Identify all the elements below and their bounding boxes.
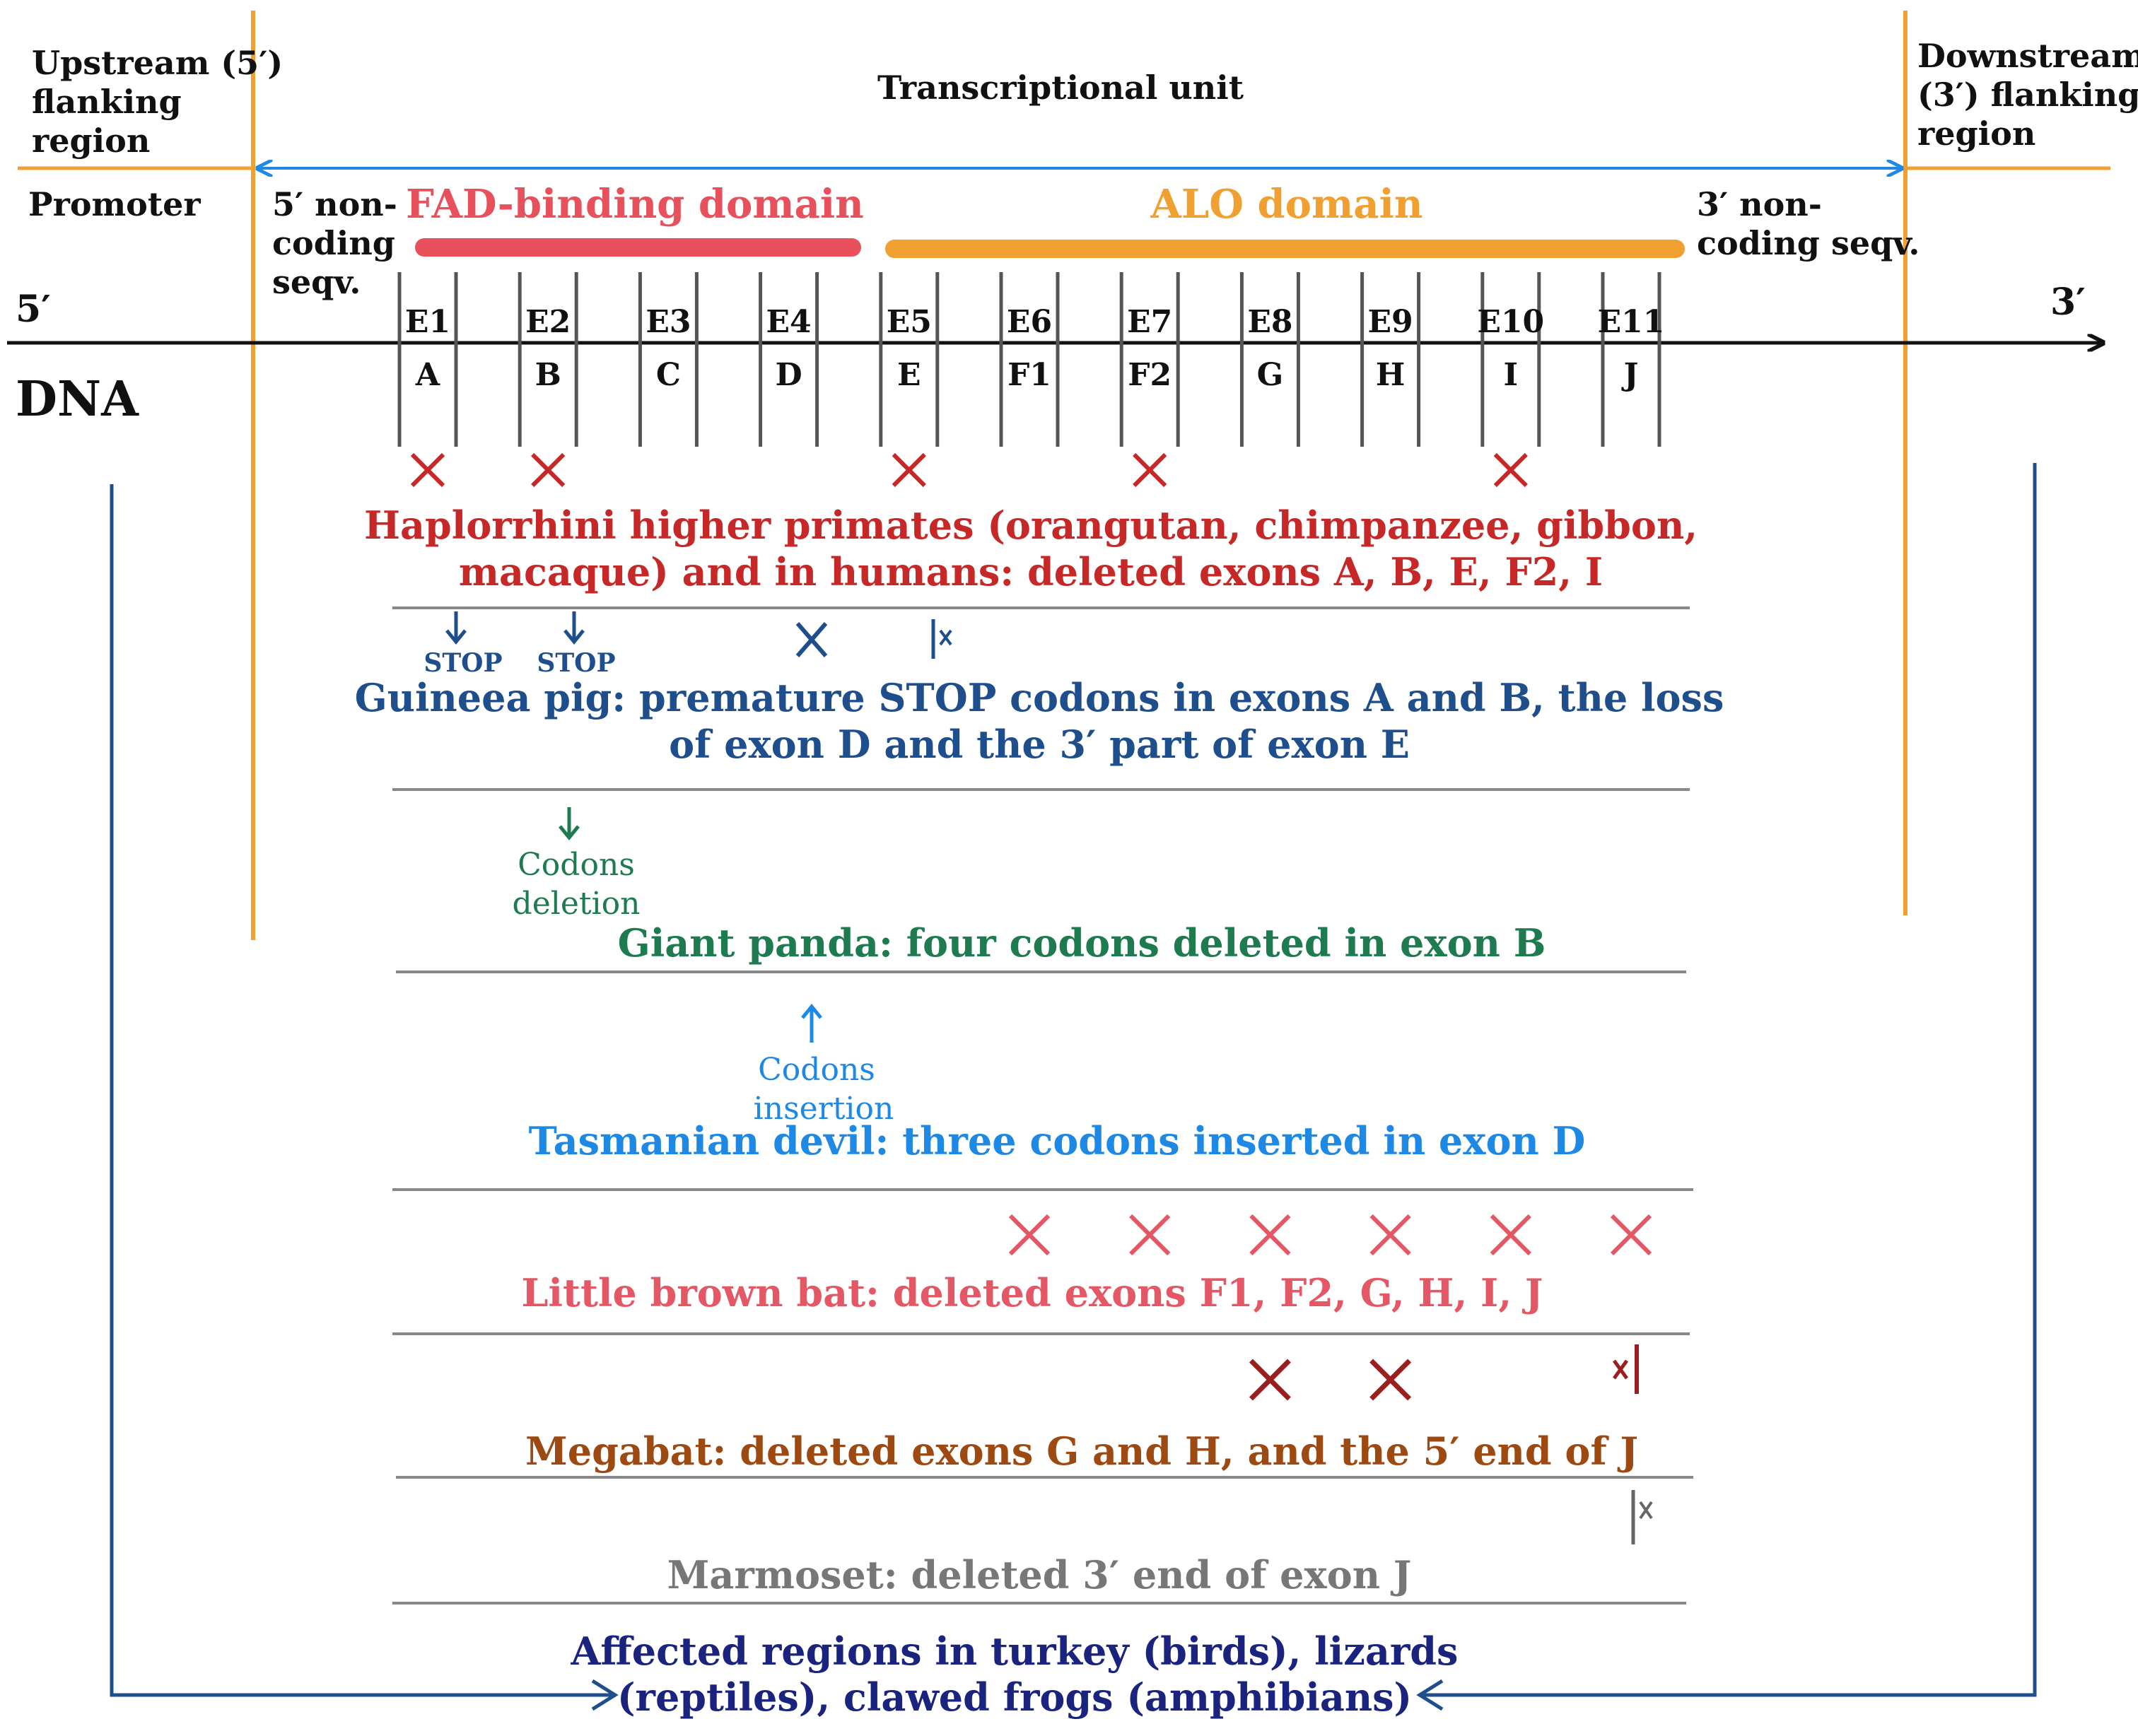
tasmanian-devil-text: Tasmanian devil: three codons inserted i… <box>529 1118 1586 1163</box>
deletion-cross-icon <box>1369 1214 1411 1256</box>
codons-deletion-label-line2: deletion <box>513 886 641 922</box>
megabat-text: Megabat: deleted exons G and H, and the … <box>525 1429 1638 1474</box>
exon-number-label: E3 <box>646 304 691 340</box>
deletion-cross-icon <box>1369 1359 1412 1401</box>
guinea-stop-arrow-b <box>563 611 585 645</box>
exon-letter-label: J <box>1621 357 1639 393</box>
haplorrhini-text-line2: macaque) and in humans: deleted exons A,… <box>459 549 1603 594</box>
deletion-cross-icon <box>1493 452 1528 488</box>
exon-number-label: E6 <box>1007 304 1052 340</box>
noncoding-3-label-line2: coding seqv. <box>1697 224 1920 262</box>
exon-e3: E3C <box>638 272 699 447</box>
upstream-label-line3: region <box>32 122 150 160</box>
affected-regions-text-line1: Affected regions in turkey (birds), liza… <box>571 1629 1459 1674</box>
downstream-label-line2: (3′) flanking <box>1917 76 2138 114</box>
megabat-deletion-marks <box>1249 1359 1412 1401</box>
deletion-cross-icon <box>531 452 566 488</box>
deletion-cross-icon <box>1610 1214 1652 1256</box>
guinea-stop-label-a: STOP <box>423 648 502 678</box>
fad-domain-label: FAD-binding domain <box>406 181 864 228</box>
dna-label: DNA <box>16 371 139 428</box>
guinea-pig-text-line1: Guineea pig: premature STOP codons in ex… <box>355 675 1724 720</box>
marmoset-partial-exon-j-mark <box>1631 1490 1653 1544</box>
noncoding-5-label-line3: seqv. <box>272 263 361 301</box>
little-brown-bat-text: Little brown bat: deleted exons F1, F2, … <box>522 1270 1543 1315</box>
marmoset-text: Marmoset: deleted 3′ end of exon J <box>667 1552 1412 1597</box>
exon-number-label: E1 <box>405 304 450 340</box>
exon-letter-label: E <box>897 357 921 393</box>
exon-number-label: E2 <box>525 304 571 340</box>
left-connector-arrowhead <box>591 1679 619 1711</box>
exon-number-label: E11 <box>1598 304 1665 340</box>
three-prime-label: 3′ <box>2050 281 2086 324</box>
deletion-cross-icon <box>1249 1359 1291 1401</box>
exon-e4: E4D <box>759 272 819 447</box>
megabat-partial-exon-j-mark <box>1612 1344 1639 1394</box>
codons-deletion-label-line1: Codons <box>518 847 635 883</box>
exon-number-label: E8 <box>1247 304 1292 340</box>
exon-number-label: E9 <box>1368 304 1413 340</box>
panda-deletion-arrow <box>559 807 580 840</box>
exon-letter-label: F1 <box>1007 357 1051 393</box>
guinea-partial-exon-e-mark <box>931 619 952 659</box>
tasmanian-insertion-arrow <box>801 1004 822 1043</box>
promoter-label: Promoter <box>28 185 201 223</box>
exon-letter-label: B <box>535 357 561 393</box>
exon-e9: E9H <box>1360 272 1421 447</box>
transcriptional-unit-label: Transcriptional unit <box>877 69 1244 107</box>
noncoding-5-label-line2: coding <box>272 224 395 262</box>
guinea-stop-label-b: STOP <box>537 648 615 678</box>
alo-domain-label: ALO domain <box>1150 181 1423 228</box>
exon-letter-label: I <box>1504 357 1519 393</box>
deletion-cross-icon <box>1008 1214 1051 1256</box>
noncoding-5-label: 5′ non- <box>272 185 397 223</box>
deletion-cross-icon <box>1249 1214 1291 1256</box>
deletion-cross-icon <box>1133 452 1167 488</box>
exon-letter-label: C <box>656 357 681 393</box>
exon-letter-label: A <box>415 357 440 393</box>
deletion-cross-icon <box>410 452 445 488</box>
exon-letter-label: D <box>776 357 802 393</box>
exon-letter-label: G <box>1257 357 1284 393</box>
exon-e1: E1A <box>397 272 458 447</box>
left-connector-arrow <box>110 484 614 1697</box>
deletion-cross-icon <box>892 452 926 488</box>
deletion-cross-icon <box>1129 1214 1171 1256</box>
guinea-pig-text-line2: of exon D and the 3′ part of exon E <box>669 722 1410 767</box>
downstream-label-line3: region <box>1917 115 2035 153</box>
exon-e5: E5E <box>879 272 940 447</box>
guinea-stop-arrow-a <box>445 611 467 645</box>
bat-deletion-marks <box>1008 1214 1652 1256</box>
right-connector-arrow <box>1421 463 2037 1697</box>
upstream-label-line2: flanking <box>32 83 182 121</box>
exon-e2: E2B <box>518 272 578 447</box>
guinea-loss-exon-d-cross <box>795 622 828 657</box>
exon-number-label: E10 <box>1477 304 1544 340</box>
upstream-label: Upstream (5′) <box>32 44 283 82</box>
codons-insertion-label-line2: insertion <box>754 1091 894 1127</box>
exon-letter-label: H <box>1376 357 1406 393</box>
downstream-label: Downstream <box>1917 37 2138 75</box>
haplorrhini-text-line1: Haplorrhini higher primates (orangutan, … <box>364 503 1698 548</box>
exon-number-label: E5 <box>887 304 932 340</box>
affected-regions-text-line2: (reptiles), clawed frogs (amphibians) <box>617 1675 1412 1720</box>
codons-insertion-label-line1: Codons <box>758 1052 875 1088</box>
haplorrhini-deletion-marks <box>410 452 1528 488</box>
right-connector-arrowhead <box>1416 1679 1444 1711</box>
exon-number-label: E7 <box>1127 304 1172 340</box>
exon-e8: E8G <box>1239 272 1300 447</box>
giant-panda-text: Giant panda: four codons deleted in exon… <box>618 920 1546 966</box>
noncoding-3-label: 3′ non- <box>1697 185 1822 223</box>
exon-letter-label: F2 <box>1128 357 1172 393</box>
deletion-cross-icon <box>1490 1214 1531 1256</box>
five-prime-label: 5′ <box>16 288 51 331</box>
exon-number-label: E4 <box>766 304 812 340</box>
